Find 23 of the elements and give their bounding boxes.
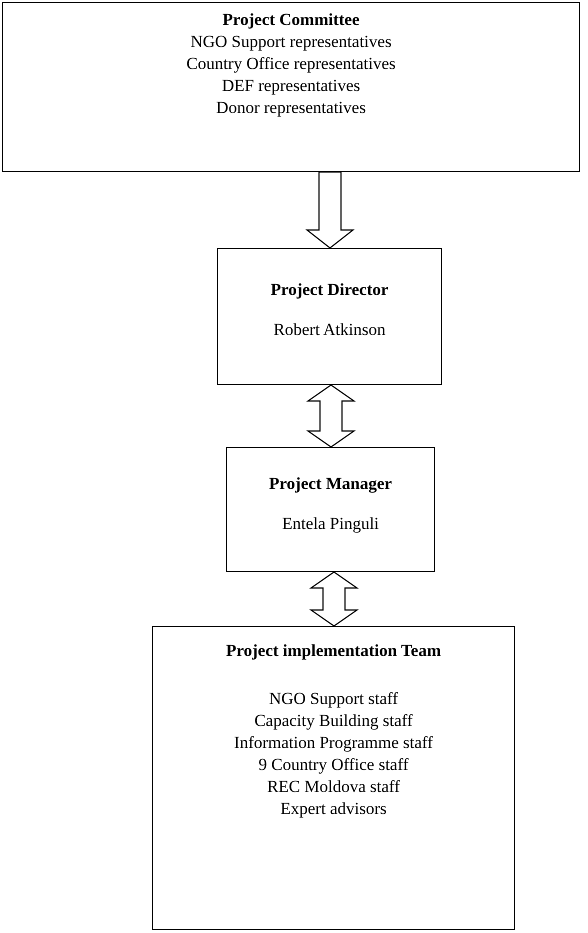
- block-arrow: [306, 384, 356, 448]
- box-text: Donor representatives: [216, 97, 366, 119]
- box-text: Expert advisors: [280, 798, 387, 820]
- box-text: Information Programme staff: [234, 732, 433, 754]
- box-title: Project Committee: [222, 9, 360, 31]
- box-text: Entela Pinguli: [282, 513, 379, 535]
- box-text: NGO Support representatives: [190, 31, 392, 53]
- block-arrow: [305, 171, 355, 249]
- box-title: Project Manager: [269, 473, 392, 495]
- box-text: REC Moldova staff: [267, 776, 400, 798]
- box-text: DEF representatives: [222, 75, 360, 97]
- org-box: [226, 447, 435, 572]
- org-box: [152, 626, 515, 930]
- box-text: NGO Support staff: [268, 688, 398, 710]
- box-text: 9 Country Office staff: [258, 754, 408, 776]
- box-text: Robert Atkinson: [274, 319, 386, 341]
- org-box: [217, 248, 442, 385]
- box-text: Country Office representatives: [186, 53, 396, 75]
- box-title: Project implementation Team: [226, 640, 441, 662]
- box-text: Capacity Building staff: [254, 710, 413, 732]
- block-arrow: [309, 571, 359, 627]
- box-title: Project Director: [270, 279, 388, 301]
- org-box: [2, 2, 580, 172]
